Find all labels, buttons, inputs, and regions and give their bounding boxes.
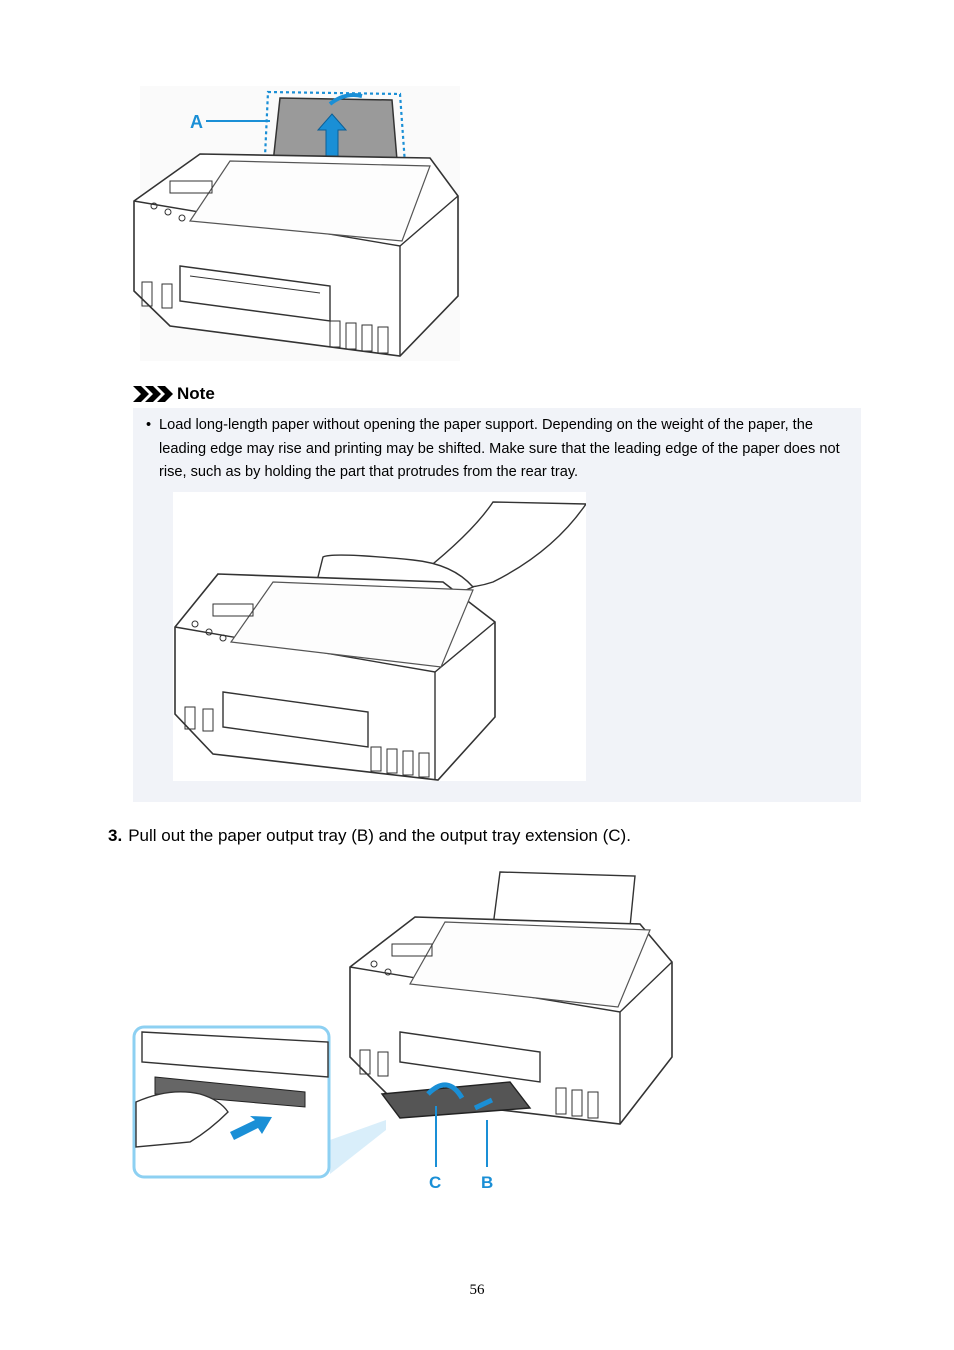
bullet: • [146,417,152,433]
figure-paper-support: A [130,86,460,361]
callout-b: B [481,1173,493,1192]
note-box: • Load long-length paper without opening… [133,408,861,802]
note-item-text: Load long-length paper without opening t… [159,417,840,481]
step-3: 3. Pull out the paper output tray (B) an… [108,826,631,846]
callout-a: A [190,112,203,132]
figure-long-paper [173,492,586,781]
note-title: Note [177,384,215,403]
note-chevrons-icon [133,386,173,402]
figure-output-tray: C B [130,862,675,1192]
step-number: 3. [108,826,123,845]
note-heading: Note [133,383,215,405]
step-text: Pull out the paper output tray (B) and t… [128,826,631,845]
note-item: • Load long-length paper without opening… [146,414,849,485]
page-number: 56 [469,1282,485,1298]
callout-c: C [429,1173,441,1192]
